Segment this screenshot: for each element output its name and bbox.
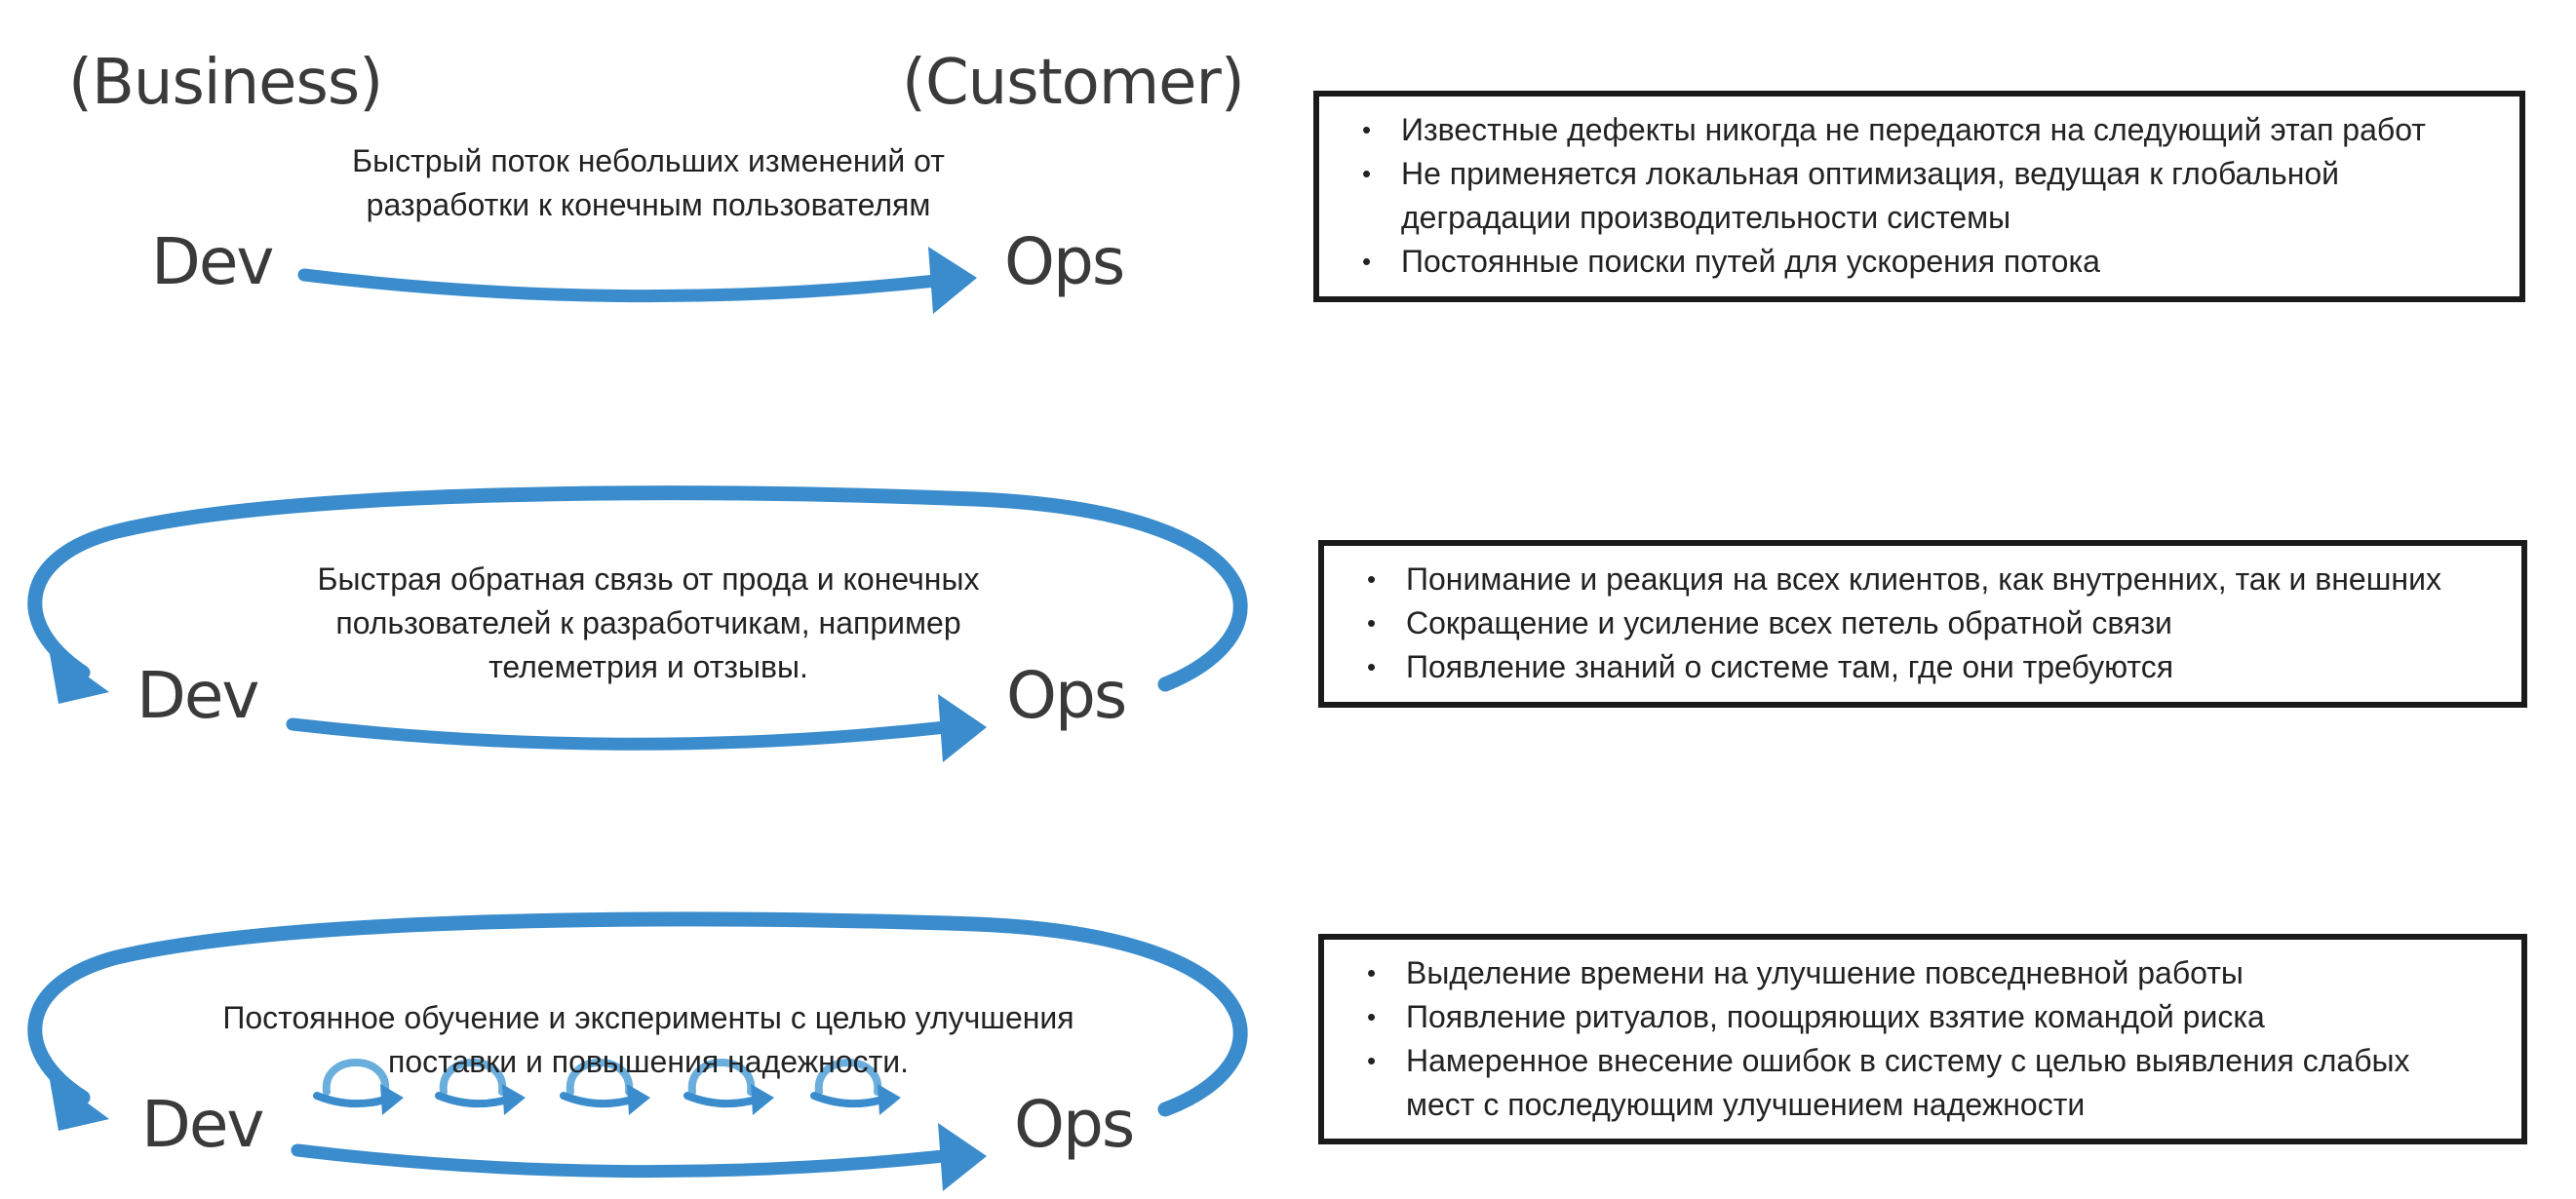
flow-arrowhead-2 [938,694,987,762]
bullet-3-2: Появление ритуалов, поощряющих взятие ко… [1367,995,2492,1039]
principles-box-3: Выделение времени на улучшение повседнев… [1318,934,2527,1144]
flow-arrowhead-1 [928,247,977,314]
bullet-1-1: Известные дефекты никогда не передаются … [1362,108,2490,152]
experiment-small-arrows [313,1092,886,1108]
feedback-arrowhead-2 [49,648,109,704]
caption-1-line-1: Быстрый поток небольших изменений от [352,143,945,178]
ops-node-3: Ops [1014,1087,1135,1162]
bullet-3-1: Выделение времени на улучшение повседнев… [1367,951,2492,995]
flow-arrowhead-3 [938,1123,987,1191]
caption-1-line-2: разработки к конечным пользователям [366,187,931,222]
flow-arrow-1 [297,268,943,303]
bullet-3-3: Намеренное внесение ошибок в систему с ц… [1367,1039,2492,1083]
flow-arrow-2 [286,717,953,751]
flow-arrow-3 [291,1143,951,1179]
bullet-2-2: Сокращение и усиление всех петель обратн… [1367,601,2492,645]
customer-label: (Customer) [902,47,1245,119]
caption-2-line-2: пользователей к разработчикам, например [335,605,961,640]
experiment-small-arrowheads [380,1084,901,1115]
dev-node-1: Dev [151,224,274,299]
caption-2-line-3: телеметрия и отзывы. [488,649,808,684]
bullet-1-2: Не применяется локальная оптимизация, ве… [1362,152,2490,196]
feedback-arrowhead-3 [49,1074,109,1131]
bullet-1-2-continued: деградации производительности системы [1401,200,2011,235]
dev-node-3: Dev [141,1087,264,1162]
dev-node-2: Dev [137,658,259,733]
business-label: (Business) [68,47,383,119]
caption-2-line-1: Быстрая обратная связь от прода и конечн… [317,561,980,597]
bullet-1-3: Постоянные поиски путей для ускорения по… [1362,240,2490,284]
caption-3-line-2: поставки и повышения надежности. [388,1044,909,1079]
caption-2: Быстрая обратная связь от прода и конечн… [273,558,1024,689]
feedback-loop-2 [27,485,1248,692]
ops-node-2: Ops [1006,658,1127,733]
bullet-2-1: Понимание и реакция на всех клиентов, ка… [1367,558,2492,601]
ops-node-1: Ops [1004,224,1125,299]
principles-box-2: Понимание и реакция на всех клиентов, ка… [1318,540,2527,708]
bullet-3-3-continued: мест с последующим улучшением надежности [1406,1087,2086,1122]
caption-3: Постоянное обучение и эксперименты с цел… [166,996,1131,1084]
caption-1: Быстрый поток небольших изменений от раз… [293,139,1004,227]
experiment-loops [322,1059,882,1096]
caption-3-line-1: Постоянное обучение и эксперименты с цел… [222,1000,1074,1035]
principles-box-1: Известные дефекты никогда не передаются … [1313,91,2525,302]
feedback-loop-3 [27,911,1248,1117]
bullet-2-3: Появление знаний о системе там, где они … [1367,645,2492,689]
